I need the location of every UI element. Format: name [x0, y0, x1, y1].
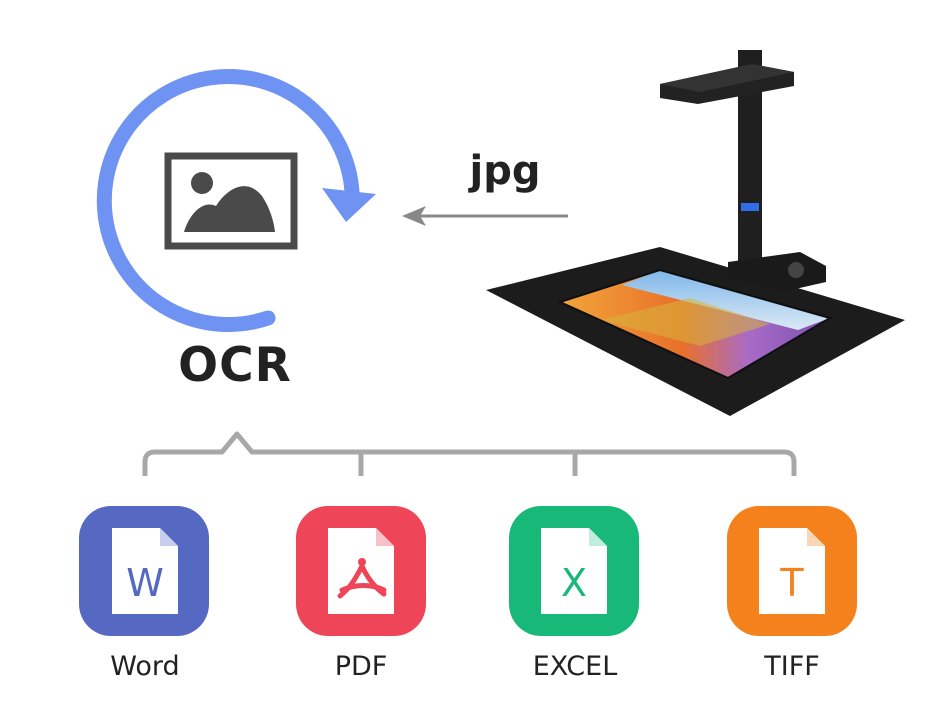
excel-icon: X [509, 506, 639, 636]
svg-text:T: T [779, 561, 804, 605]
refresh-arrow-icon [96, 69, 376, 332]
ocr-label: OCR [178, 338, 292, 393]
svg-text:W: W [126, 561, 164, 605]
svg-text:X: X [561, 561, 587, 605]
jpg-arrow-icon [402, 206, 568, 226]
image-icon [164, 152, 298, 250]
format-bracket [142, 431, 797, 476]
tiff-label: TIFF [764, 651, 820, 682]
word-label: Word [110, 651, 180, 682]
jpg-label: jpg [469, 148, 541, 194]
tiff-icon: T [727, 506, 857, 636]
excel-label: EXCEL [532, 651, 618, 682]
word-icon: W [79, 506, 209, 636]
pdf-icon [296, 506, 426, 636]
document-scanner-image [486, 50, 905, 416]
pdf-label: PDF [334, 651, 388, 682]
